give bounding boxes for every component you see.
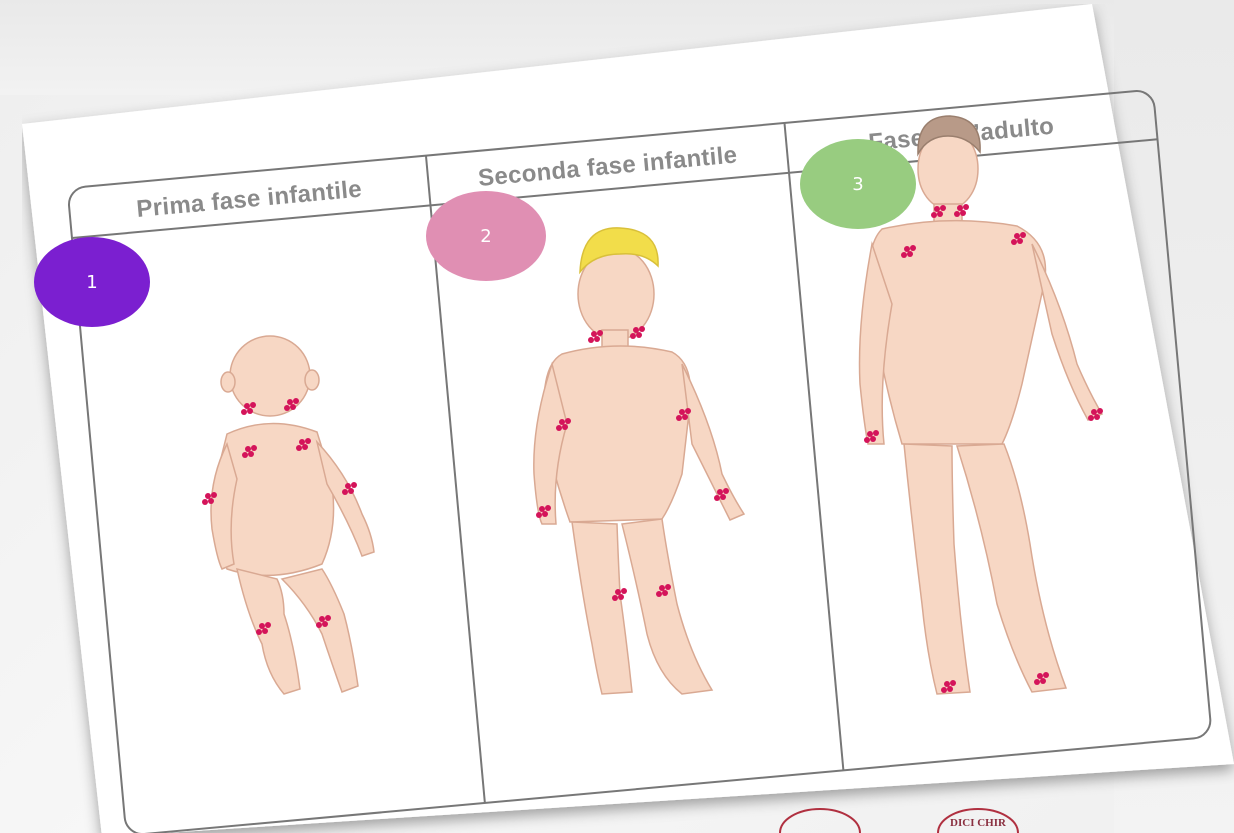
phases-diagram: Prima fase infantile Seconda fase infant… [22,4,1234,833]
badge-2: 2 [426,191,546,281]
diagram-sheet: Prima fase infantile Seconda fase infant… [22,4,1234,833]
badge-3: 3 [800,139,916,229]
badge-1-label: 1 [86,272,97,293]
logo-right-text: DICI CHIR [950,817,1007,829]
badge-2-label: 2 [480,226,491,247]
badge-1: 1 [34,237,150,327]
logo-right: DICI CHIR [938,809,1018,833]
logo-left [780,809,860,833]
badge-3-label: 3 [852,174,863,195]
